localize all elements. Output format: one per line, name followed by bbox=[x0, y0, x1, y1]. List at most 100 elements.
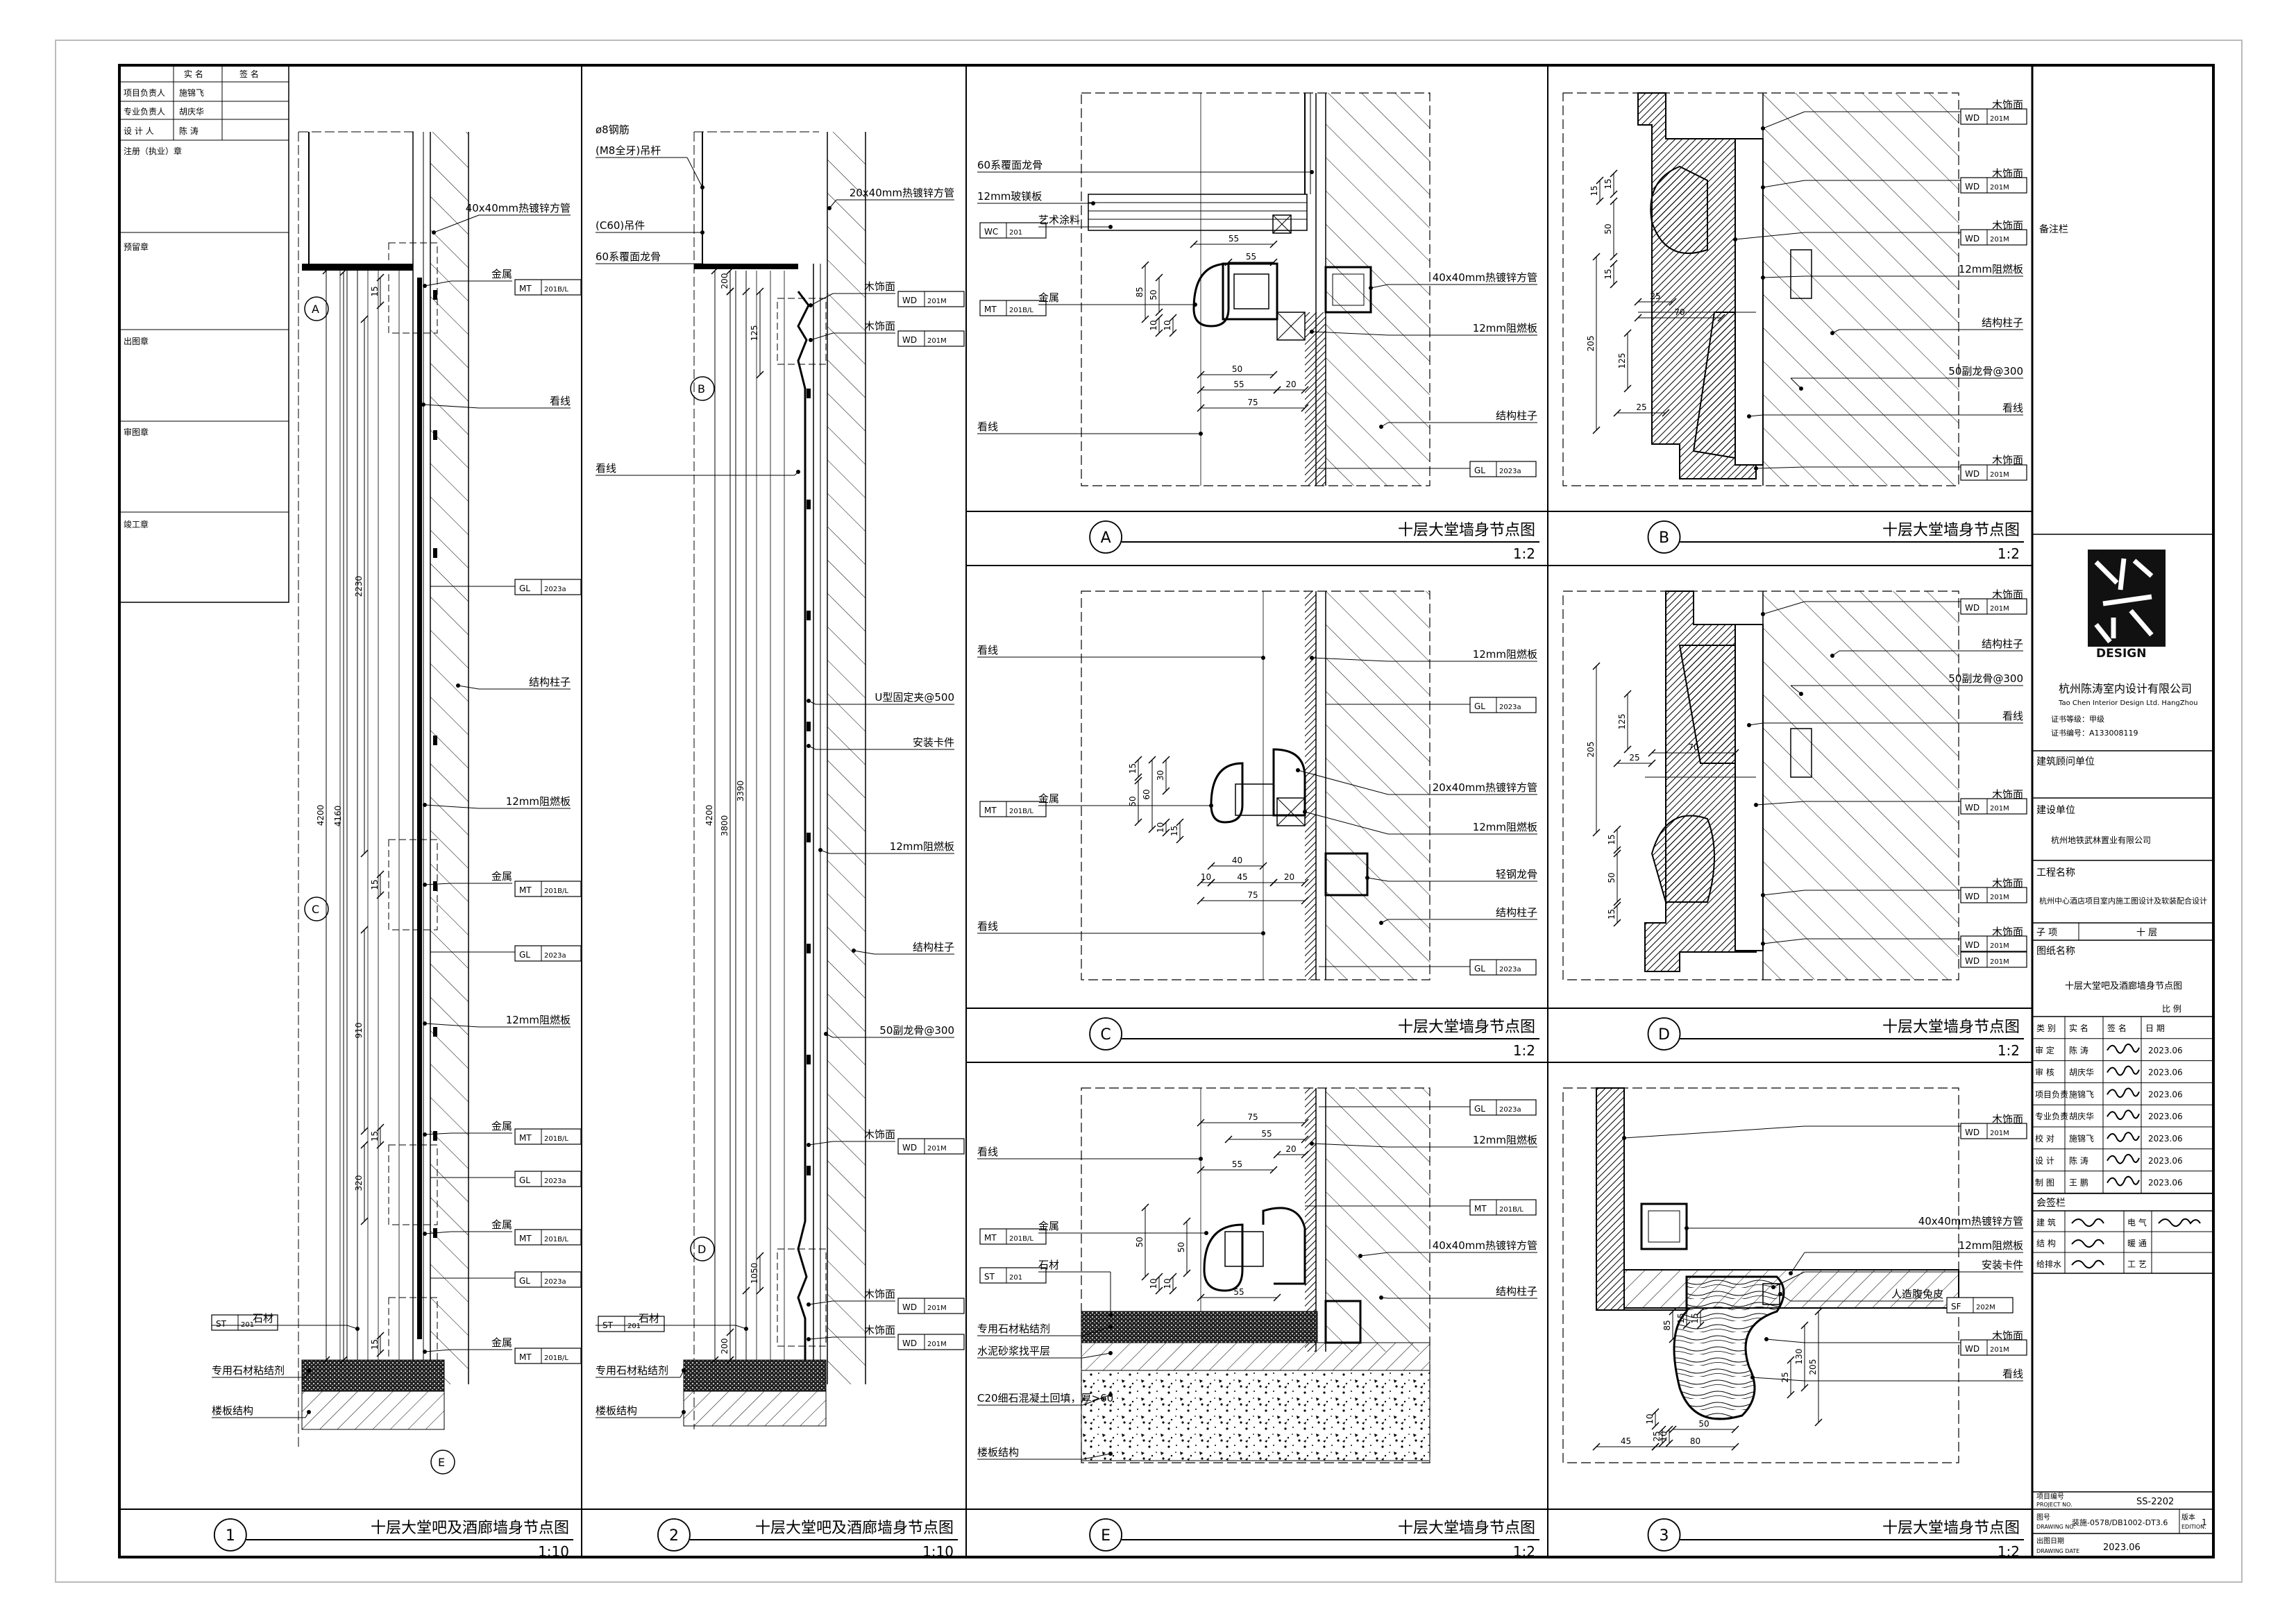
material-label: 看线 bbox=[2002, 710, 2023, 722]
signature-scribble bbox=[2107, 1110, 2140, 1121]
company-name-cn: 杭州陈涛室内设计有限公司 bbox=[2059, 682, 2192, 695]
drawing-name: 十层大堂吧及酒廊墙身节点图 bbox=[2065, 980, 2182, 992]
sign-table-header: 签 名 bbox=[2107, 1023, 2127, 1033]
panel-title: 十层大堂吧及酒廊墙身节点图 bbox=[371, 1520, 569, 1537]
material-label: 看线 bbox=[977, 420, 998, 433]
material-tag bbox=[1960, 598, 2027, 615]
sign-role: 设 计 bbox=[2035, 1156, 2054, 1166]
material-tag bbox=[897, 1334, 965, 1350]
date-label: 出图日期 bbox=[2036, 1536, 2064, 1545]
material-label: ø8钢筋 bbox=[596, 124, 630, 136]
material-tag-code: MT bbox=[519, 1133, 532, 1143]
dimension-value: 10 bbox=[1659, 1431, 1669, 1441]
countersign-discipline: 电 气 bbox=[2127, 1217, 2147, 1227]
strip-section: 审图章 bbox=[124, 427, 149, 437]
sign-date: 2023.06 bbox=[2148, 1068, 2183, 1078]
strip-role: 设 计 人 bbox=[124, 126, 154, 136]
material-label: 水泥砂浆找平层 bbox=[977, 1345, 1050, 1357]
dimension-value: 320 bbox=[354, 1175, 364, 1191]
material-label: 楼板结构 bbox=[212, 1404, 253, 1417]
material-tag bbox=[514, 945, 582, 962]
material-tag bbox=[979, 222, 1047, 239]
dimension-value: 10 bbox=[1163, 320, 1172, 330]
dimension-value: 15 bbox=[1128, 763, 1138, 774]
material-label: 20x40mm热镀锌方管 bbox=[1433, 781, 1537, 794]
strip-name: 陈 涛 bbox=[179, 126, 199, 136]
material-tag bbox=[514, 1128, 582, 1145]
material-tag bbox=[514, 279, 582, 296]
material-label: 安装卡件 bbox=[1982, 1259, 2023, 1271]
drawing-date: 2023.06 bbox=[2103, 1543, 2141, 1553]
material-tag-code: GL bbox=[1474, 964, 1485, 974]
dimension-value: 15 bbox=[1589, 185, 1599, 196]
strip-role: 专业负责人 bbox=[124, 106, 165, 117]
dimension-value: 15 bbox=[370, 879, 380, 890]
panel-number: E bbox=[1101, 1527, 1111, 1545]
material-label: 看线 bbox=[977, 1146, 998, 1158]
dimension-value: 75 bbox=[1247, 398, 1258, 407]
material-tag bbox=[1960, 464, 2027, 481]
dimension-value: 50 bbox=[1698, 1419, 1709, 1429]
dimension-value: 50 bbox=[1607, 872, 1617, 883]
signature-scribble bbox=[2107, 1065, 2140, 1076]
sign-date: 2023.06 bbox=[2148, 1089, 2183, 1099]
material-tag-code: WD bbox=[1965, 892, 1980, 901]
panel-number-circle bbox=[1647, 520, 1681, 554]
dimension-value: 4200 bbox=[316, 805, 326, 826]
panel-title: 十层大堂墙身节点图 bbox=[1398, 1520, 1535, 1537]
dimension-value: 200 bbox=[720, 1339, 729, 1354]
dimension-value: 25 bbox=[1780, 1372, 1790, 1382]
title-block: 备注栏 DESIGN 杭州陈涛室内设计有限公司 Tao Chen Interio… bbox=[2032, 223, 2213, 1554]
sub-label: 子 项 bbox=[2036, 928, 2057, 938]
material-label: 看线 bbox=[550, 395, 571, 407]
sign-table-header: 类 别 bbox=[2036, 1023, 2056, 1033]
dimension-value: 125 bbox=[1617, 714, 1627, 730]
strip-section: 注册（执业）章 bbox=[124, 146, 182, 156]
strip-role: 项目负责人 bbox=[124, 88, 165, 98]
material-tag-number: 201M bbox=[1990, 115, 2009, 123]
material-tag-number: 201M bbox=[927, 1145, 947, 1153]
material-label: 木饰面 bbox=[864, 280, 895, 293]
dimension-value: 4200 bbox=[704, 805, 714, 826]
dimension-value: 45 bbox=[1621, 1436, 1631, 1446]
material-label: 木饰面 bbox=[864, 1128, 895, 1141]
material-label: 结构柱子 bbox=[1496, 906, 1537, 919]
material-tag-code: WC bbox=[984, 227, 998, 237]
strip-header-sign: 签 名 bbox=[239, 69, 259, 79]
material-label: 50副龙骨@300 bbox=[879, 1024, 954, 1037]
material-tag-number: 202M bbox=[1976, 1304, 1995, 1311]
project-no-label: 项目编号 bbox=[2036, 1492, 2064, 1501]
dimension-value: 85 bbox=[1662, 1320, 1672, 1330]
dimension-value: 205 bbox=[1808, 1359, 1818, 1375]
dimension-value: 55 bbox=[1233, 1287, 1244, 1297]
company-logo: DESIGN bbox=[2088, 550, 2166, 661]
dimension-value: 3800 bbox=[720, 815, 729, 837]
panel-scale: 1:2 bbox=[1513, 1042, 1535, 1059]
dimension-value: 50 bbox=[1176, 1242, 1186, 1252]
material-tag bbox=[1960, 1123, 2027, 1139]
material-tag bbox=[1469, 1099, 1537, 1116]
material-tag-code: GL bbox=[519, 1276, 530, 1286]
detail-c-drawing bbox=[1081, 590, 1430, 980]
project-label: 工程名称 bbox=[2036, 867, 2075, 878]
sign-date: 2023.06 bbox=[2148, 1178, 2183, 1188]
dimension-value: 125 bbox=[750, 325, 759, 341]
dimension-value: 55 bbox=[1261, 1129, 1272, 1139]
strip-section: 竣工章 bbox=[124, 519, 149, 529]
material-label: 看线 bbox=[2002, 402, 2023, 414]
material-label: 金属 bbox=[491, 1218, 512, 1231]
material-label: 12mm阻燃板 bbox=[1473, 322, 1537, 334]
material-tag-code: GL bbox=[519, 950, 530, 960]
material-tag-number: 201M bbox=[1990, 184, 2009, 192]
material-label: 木饰面 bbox=[864, 320, 895, 332]
drawing-label: 图纸名称 bbox=[2036, 946, 2075, 957]
panel-title: 十层大堂墙身节点图 bbox=[1882, 522, 2020, 539]
